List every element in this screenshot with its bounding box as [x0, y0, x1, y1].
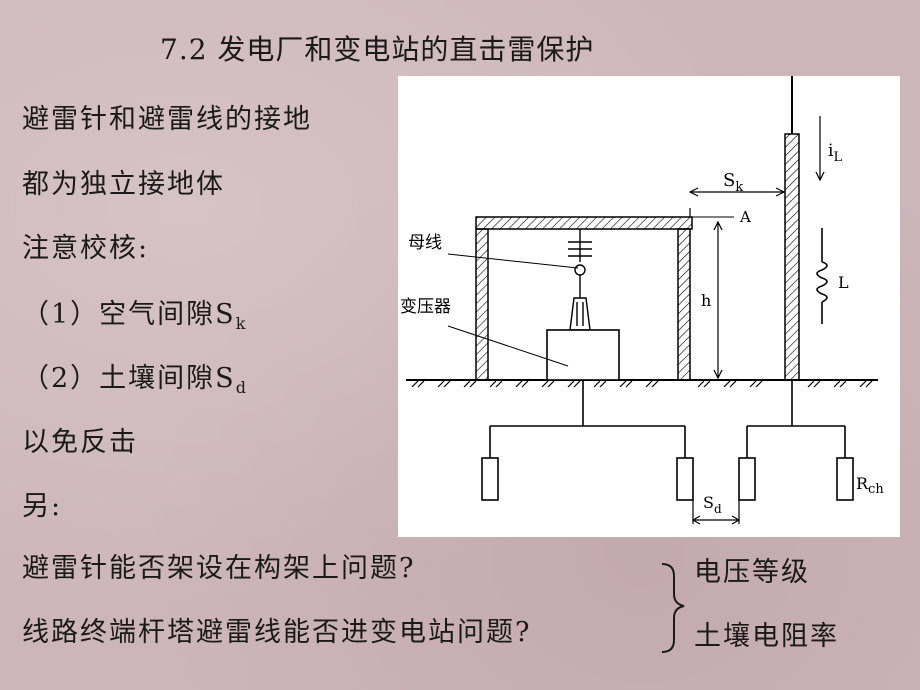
text-line-6: 以免反击	[22, 427, 138, 458]
air-gap-dimension	[688, 187, 786, 217]
factor-voltage-level: 电压等级	[694, 557, 810, 588]
substation-grounding	[481, 380, 694, 501]
text-line-2: 都为独立接地体	[22, 169, 225, 200]
sd-label: Sd	[703, 493, 722, 516]
text-line-3: 注意校核:	[22, 233, 150, 264]
ground-line	[406, 379, 878, 388]
slide-title: 7.2 发电厂和变电站的直击雷保护	[160, 33, 595, 66]
text-line-air-gap: （1）空气间隙Sk	[22, 299, 246, 333]
transformer-leader	[447, 325, 569, 367]
sk-label: Sk	[723, 170, 743, 195]
busbar-insulator	[568, 229, 592, 331]
curly-brace	[661, 563, 685, 653]
transformer-box	[546, 329, 620, 381]
current-arrow	[815, 116, 825, 182]
rod-grounding	[738, 380, 854, 501]
busbar-label: 母线	[408, 233, 442, 253]
inductance-coil	[816, 228, 828, 324]
current-label: iL	[828, 141, 842, 165]
factor-soil-resistivity: 土壤电阻率	[694, 621, 839, 652]
rch-label: Rch	[856, 474, 884, 497]
text-line-soil-gap: （2）土壤间隙Sd	[22, 363, 246, 397]
transformer-label: 变压器	[400, 297, 451, 317]
text-line-7: 另:	[22, 491, 63, 522]
soil-gap-dimension	[691, 500, 741, 525]
lightning-rod	[784, 76, 800, 381]
lightning-protection-diagram: Sk A h iL L	[398, 76, 900, 537]
text-line-question-1: 避雷针能否架设在构架上问题?	[22, 553, 416, 584]
point-a-label: A	[739, 208, 751, 226]
busbar-leader	[447, 253, 579, 269]
text-line-question-2: 线路终端杆塔避雷线能否进变电站问题?	[22, 617, 532, 648]
substation-frame	[475, 216, 693, 381]
inductance-label: L	[838, 273, 849, 292]
text-line-1: 避雷针和避雷线的接地	[22, 104, 312, 135]
height-dimension	[713, 220, 723, 380]
height-label: h	[701, 291, 711, 310]
